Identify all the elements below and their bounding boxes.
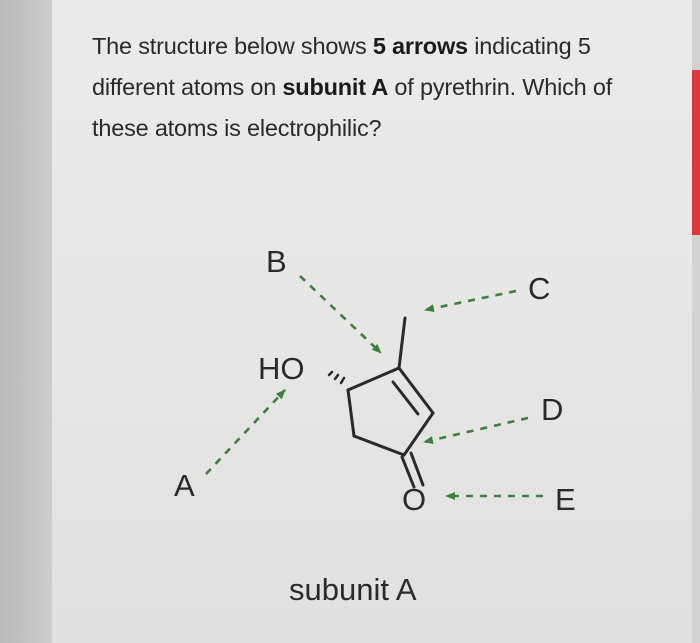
ring-bond-carbinol — [346, 388, 356, 438]
accent-strip — [692, 70, 700, 235]
arrow-c — [424, 289, 517, 313]
structure-caption: subunit A — [289, 572, 417, 607]
hash-wedge — [327, 370, 346, 385]
label-e: E — [555, 482, 576, 517]
question-text: The structure below shows 5 arrows indic… — [92, 26, 662, 149]
question-part-3: of pyrethrin. Which of these atoms is el… — [92, 74, 613, 141]
ring-double-bond — [397, 366, 435, 415]
arrow-d — [423, 416, 529, 444]
ring-double-bond-inner — [391, 380, 420, 416]
methyl-bond — [397, 316, 407, 370]
carbonyl-bond-1 — [400, 455, 416, 489]
arrow-b — [299, 275, 382, 354]
left-margin — [0, 0, 52, 643]
label-a: A — [174, 468, 195, 503]
ring-bond-top — [346, 366, 401, 392]
arrow-letter-labels: B C D A E — [174, 244, 576, 517]
label-b: B — [266, 244, 287, 279]
question-panel — [52, 0, 692, 643]
question-bold-arrows: 5 arrows — [372, 33, 468, 59]
ring-bond-carbonyl — [402, 411, 435, 457]
arrow-group — [205, 275, 543, 500]
arrow-a — [205, 389, 286, 475]
label-d: D — [541, 392, 563, 427]
label-c: C — [528, 271, 550, 306]
carbonyl-oxygen-label: O — [402, 482, 426, 517]
question-bold-subunit: subunit A — [282, 74, 389, 100]
atom-labels: HO O — [258, 351, 426, 517]
ring-bond-ch2 — [352, 434, 406, 457]
skeleton-bonds — [346, 316, 435, 489]
question-part-2: indicating 5 different atoms on — [92, 33, 591, 100]
hydroxyl-label: HO — [258, 351, 305, 386]
carbonyl-bond-2 — [409, 451, 425, 487]
question-part-1: The structure below shows — [92, 33, 373, 59]
